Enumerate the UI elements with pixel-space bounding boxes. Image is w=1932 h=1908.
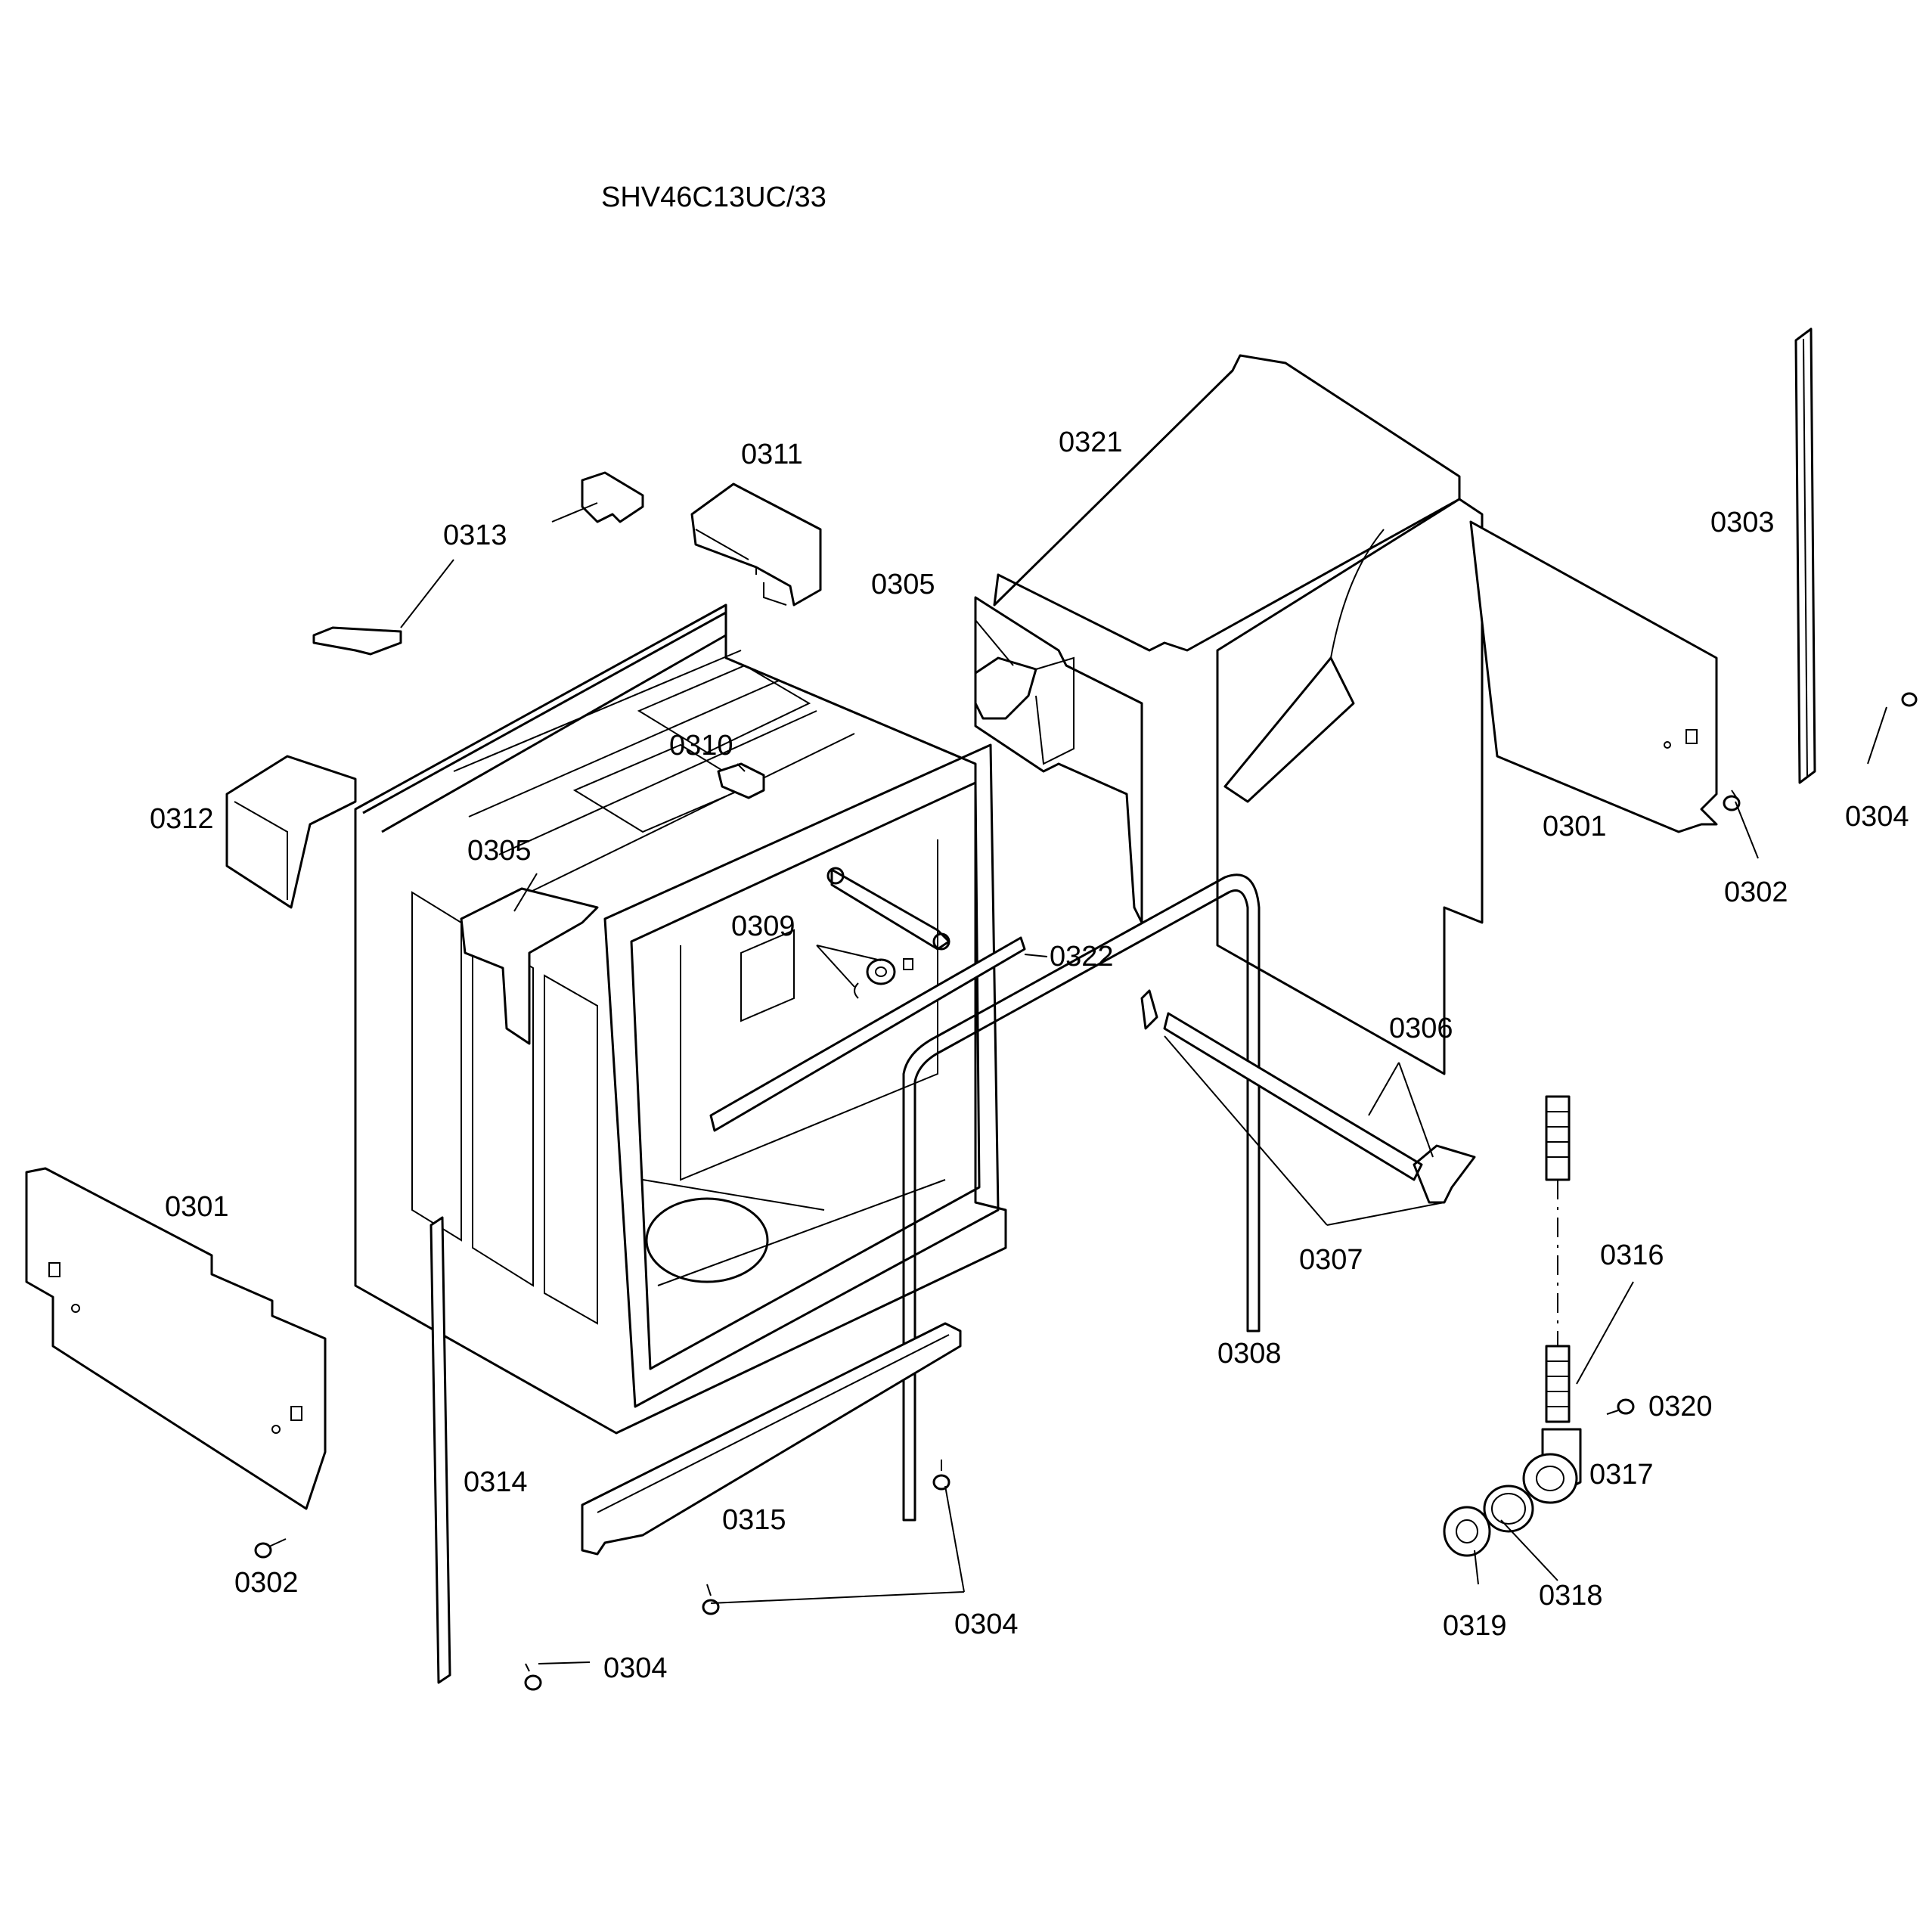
callout-0320: 0320 xyxy=(1648,1391,1713,1422)
callout-0305-left: 0305 xyxy=(467,835,532,867)
part-0315-base-bar xyxy=(581,1322,962,1556)
callout-0315: 0315 xyxy=(722,1504,786,1536)
part-0321-cover xyxy=(974,354,1484,1075)
part-0306-rail xyxy=(1140,989,1476,1204)
part-0301-left-panel xyxy=(25,1167,327,1510)
part-0312-bracket xyxy=(225,755,357,909)
screw-0302-right xyxy=(1723,790,1741,811)
part-0318-ring xyxy=(1483,1485,1534,1533)
callout-0302-right: 0302 xyxy=(1724,876,1788,908)
part-0314-strip xyxy=(430,1216,451,1684)
callout-0312: 0312 xyxy=(150,803,214,835)
callout-0301-left: 0301 xyxy=(165,1191,229,1223)
callout-0313: 0313 xyxy=(443,520,507,551)
screw-0304-bottom xyxy=(524,1663,542,1691)
callout-0304-right: 0304 xyxy=(1845,801,1909,833)
callout-labels: 0311 0313 0321 0305 0303 0310 0312 0305 … xyxy=(150,427,1909,1684)
model-number-title: SHV46C13UC/33 xyxy=(601,181,826,213)
callout-0302-left: 0302 xyxy=(234,1567,299,1599)
callout-0309: 0309 xyxy=(731,911,795,942)
callout-0318: 0318 xyxy=(1539,1580,1603,1612)
part-0313-plates xyxy=(312,471,644,656)
screw-0320 xyxy=(1606,1398,1635,1415)
screw-0302-left xyxy=(254,1538,287,1559)
part-0305-brackets xyxy=(460,656,1075,1045)
callout-0304-bottom-left: 0304 xyxy=(603,1652,668,1684)
callout-0304-bottom-mid: 0304 xyxy=(954,1609,1019,1640)
callout-0314: 0314 xyxy=(464,1466,528,1498)
leader-lines xyxy=(400,502,1887,1664)
callout-0317: 0317 xyxy=(1589,1459,1654,1491)
part-0322-strip xyxy=(709,936,1026,1132)
callout-0321: 0321 xyxy=(1059,427,1123,458)
callout-0303: 0303 xyxy=(1710,507,1775,538)
part-0301-right-panel xyxy=(1469,520,1718,833)
callout-0322: 0322 xyxy=(1050,941,1114,973)
callout-0306: 0306 xyxy=(1389,1013,1453,1044)
part-0319-cap xyxy=(1443,1506,1491,1557)
screw-0304-lower xyxy=(702,1584,720,1615)
part-0311-bracket xyxy=(690,482,822,607)
callout-0305-right: 0305 xyxy=(871,569,935,600)
screws xyxy=(254,692,1918,1691)
callout-0308: 0308 xyxy=(1217,1338,1282,1370)
screw-0304-mid xyxy=(932,1460,950,1491)
part-0308-gasket xyxy=(902,873,1261,1522)
callout-0310: 0310 xyxy=(669,730,733,762)
screw-0304-right xyxy=(1901,692,1918,707)
part-0317-elbow xyxy=(1522,1428,1582,1504)
part-0316-hose xyxy=(1545,1095,1571,1423)
part-0310-latch xyxy=(717,762,765,799)
callout-0307: 0307 xyxy=(1299,1244,1363,1276)
callout-0316: 0316 xyxy=(1600,1239,1664,1271)
part-0303-strip xyxy=(1794,327,1816,784)
callout-0319: 0319 xyxy=(1443,1610,1507,1642)
callout-0311: 0311 xyxy=(741,439,803,470)
callout-0301-right: 0301 xyxy=(1543,811,1607,842)
